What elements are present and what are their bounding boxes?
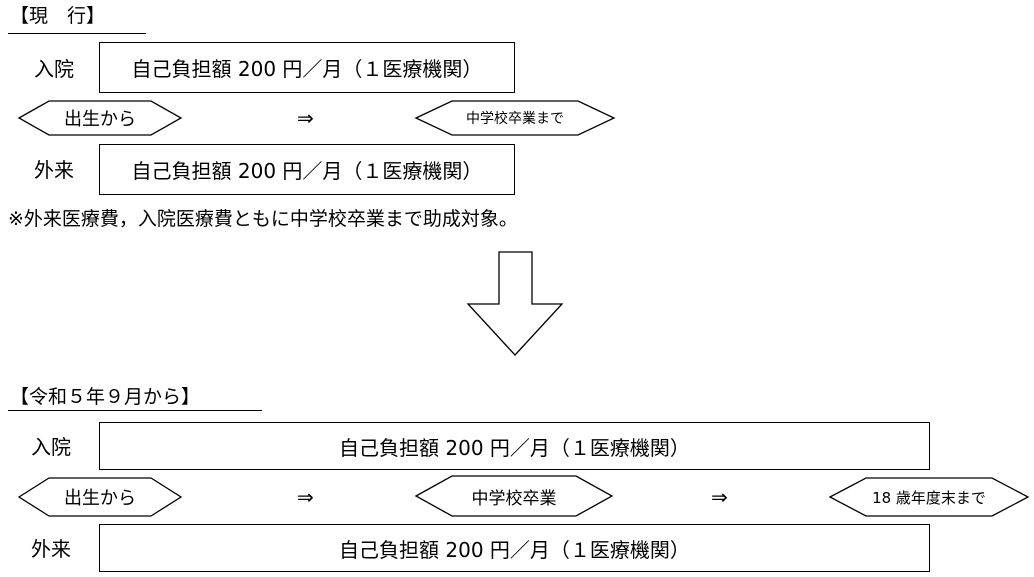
current-right-arrow: ⇒	[297, 106, 314, 130]
future-outpatient-label: 外来	[31, 537, 71, 561]
future-inpatient-label: 入院	[31, 435, 71, 459]
down-arrow-icon	[466, 251, 564, 356]
future-right-arrow-1: ⇒	[297, 485, 314, 509]
future-start-diamond-shape	[17, 477, 183, 517]
current-start-diamond: 出生から	[17, 100, 183, 136]
future-outpatient-box-text: 自己負担額 200 円／月（１医療機関）	[339, 537, 690, 562]
future-end-label: 18 歳年度末まで	[872, 488, 986, 507]
current-note: ※外来医療費，入院医療費ともに中学校卒業まで助成対象。	[8, 208, 518, 230]
future-inpatient-box: 自己負担額 200 円／月（１医療機関）	[99, 422, 930, 470]
current-inpatient-box: 自己負担額 200 円／月（１医療機関）	[99, 42, 515, 93]
current-inpatient-label: 入院	[34, 57, 74, 81]
current-end-label: 中学校卒業まで	[466, 111, 564, 127]
future-heading-underline	[8, 410, 262, 411]
future-end-diamond: 18 歳年度末まで	[828, 477, 1030, 517]
current-start-diamond-shape	[17, 100, 183, 136]
current-end-diamond: 中学校卒業まで	[414, 100, 616, 136]
current-start-label: 出生から	[64, 109, 136, 130]
future-mid-diamond-shape	[414, 475, 614, 517]
future-inpatient-box-text: 自己負担額 200 円／月（１医療機関）	[339, 435, 690, 460]
future-start-diamond: 出生から	[17, 477, 183, 517]
future-right-arrow-2: ⇒	[711, 485, 728, 509]
future-start-label: 出生から	[64, 488, 136, 509]
current-outpatient-box-text: 自己負担額 200 円／月（１医療機関）	[131, 159, 483, 183]
future-end-diamond-shape	[828, 477, 1030, 517]
current-heading: 【現 行】	[10, 5, 106, 27]
current-end-diamond-shape	[414, 100, 616, 136]
future-mid-diamond: 中学校卒業	[414, 475, 614, 517]
future-heading: 【令和５年９月から】	[10, 386, 201, 408]
current-heading-underline	[8, 33, 146, 34]
future-outpatient-box: 自己負担額 200 円／月（１医療機関）	[99, 524, 930, 572]
current-outpatient-box: 自己負担額 200 円／月（１医療機関）	[99, 144, 515, 195]
future-mid-label: 中学校卒業	[471, 488, 557, 509]
current-outpatient-label: 外来	[34, 158, 74, 182]
current-inpatient-box-text: 自己負担額 200 円／月（１医療機関）	[131, 57, 483, 81]
